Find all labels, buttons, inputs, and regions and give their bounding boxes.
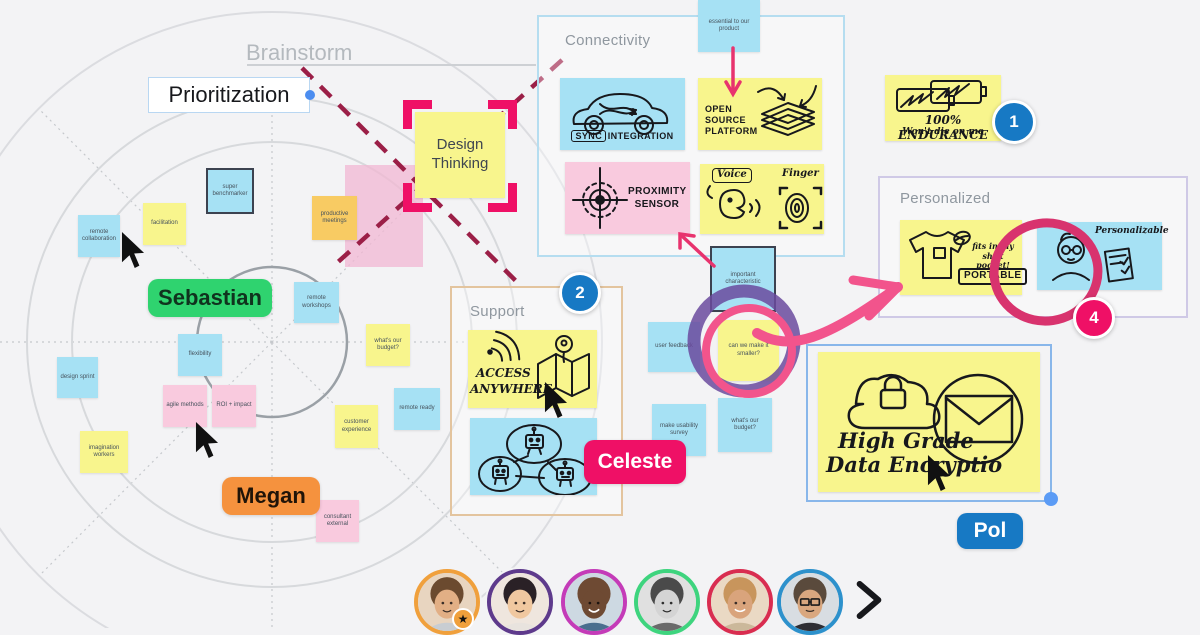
- selection-handle-dot[interactable]: [305, 90, 315, 100]
- voice-face-fingerprint-icon: [706, 185, 823, 230]
- access-line1: ACCESS: [476, 366, 531, 380]
- sync-caption: SYNC INTEGRATION: [560, 130, 685, 143]
- avatar[interactable]: [707, 569, 773, 635]
- sticky-note[interactable]: imagination workers: [80, 431, 128, 473]
- layers-stack-icon: [757, 85, 817, 136]
- selection-box: [806, 344, 1052, 502]
- cursor-label-sebastian: Sebastian: [148, 279, 272, 317]
- priority-badge-1[interactable]: 1: [992, 100, 1036, 144]
- personalizable-text: Personalizable: [1095, 226, 1169, 236]
- sticky-note[interactable]: remote ready: [394, 388, 440, 430]
- sticky-note[interactable]: design sprint: [57, 357, 98, 398]
- bracket-top-right: [488, 100, 517, 129]
- sticky-note[interactable]: consultant external: [316, 500, 359, 542]
- endurance-line2: Won't die on me: [902, 127, 984, 137]
- essential-note[interactable]: essential to our product: [698, 0, 760, 52]
- portable-text: PORTABLE: [958, 268, 1028, 285]
- encryption-line1: High Grade: [838, 428, 974, 453]
- sticky-note[interactable]: flexibility: [178, 334, 222, 376]
- access-line2: ANYWHERE: [470, 382, 552, 396]
- cursor-label-megan: Megan: [222, 477, 320, 515]
- brainstorm-frame-edge: [247, 64, 536, 66]
- cursor-label-pol: Pol: [957, 513, 1023, 549]
- brainstorm-frame-title[interactable]: Brainstorm: [246, 40, 353, 65]
- frame-personalized-title[interactable]: Personalized: [900, 190, 991, 207]
- endurance-note[interactable]: 100% ENDURANCE Won't die on me: [885, 75, 1001, 142]
- sticky-note[interactable]: remote workshops: [294, 282, 339, 323]
- endurance-line1: 100% ENDURANCE: [898, 113, 988, 142]
- sticky-note[interactable]: agile methods: [163, 385, 207, 427]
- bracket-bottom-right: [488, 183, 517, 212]
- bracket-top-left: [403, 100, 432, 129]
- sticky-note[interactable]: facilitation: [143, 203, 186, 245]
- priority-badge-4[interactable]: 4: [1073, 297, 1115, 339]
- portable-note[interactable]: fits in my shirt pocket! PORTABLE: [900, 220, 1028, 295]
- star-badge-icon: ★: [452, 608, 474, 630]
- frame-support-title[interactable]: Support: [470, 303, 525, 320]
- target-crosshair-icon: [572, 167, 628, 229]
- pink-square-shape[interactable]: [345, 165, 423, 267]
- open-source-note[interactable]: OPEN SOURCE PLATFORM: [698, 78, 822, 150]
- cloud-lock-mail-icon: [847, 373, 1024, 465]
- avatar[interactable]: [561, 569, 627, 635]
- encryption-line2: Data Encryptio: [826, 452, 1003, 477]
- prioritization-label-text: Prioritization: [168, 82, 290, 107]
- sticky-note[interactable]: customer experience: [335, 405, 378, 448]
- battery-icon: [896, 80, 987, 112]
- avatar[interactable]: [487, 569, 553, 635]
- robot-1: [525, 426, 544, 455]
- make-it-smaller-note[interactable]: can we make it smaller?: [718, 320, 779, 381]
- robot-2: [492, 458, 509, 485]
- frame-connectivity-title[interactable]: Connectivity: [565, 32, 651, 49]
- sticky-note[interactable]: ROI + impact: [212, 385, 256, 427]
- car-sync-icon: [572, 93, 669, 135]
- proximity-sensor-note[interactable]: PROXIMITY SENSOR: [565, 162, 690, 234]
- wifi-map-icon: [487, 330, 590, 399]
- more-collaborators-chevron-icon[interactable]: [852, 580, 886, 620]
- voice-label: Voice: [712, 168, 752, 183]
- personalizable-note[interactable]: Personalizable: [1037, 222, 1169, 290]
- voice-finger-note[interactable]: Voice Finger: [700, 164, 824, 234]
- proximity-text: PROXIMITY SENSOR: [628, 186, 687, 210]
- user-feedback-note[interactable]: user feedback: [648, 322, 700, 372]
- cursor-megan-icon: [195, 422, 219, 458]
- avatar[interactable]: [777, 569, 843, 635]
- sticky-note[interactable]: what's our budget?: [366, 324, 410, 366]
- fits-text: fits in my shirt pocket!: [972, 241, 1014, 271]
- priority-badge-2[interactable]: 2: [559, 272, 601, 314]
- budget-note[interactable]: what's our budget?: [718, 398, 772, 452]
- prioritization-label[interactable]: Prioritization: [148, 77, 310, 113]
- design-thinking-text: Design Thinking: [431, 136, 489, 172]
- cursor-label-celeste: Celeste: [584, 440, 686, 484]
- avatar[interactable]: [414, 569, 480, 635]
- sync-integration-note[interactable]: SYNC INTEGRATION: [560, 78, 685, 150]
- important-characteristic-note[interactable]: important characteristic: [710, 246, 776, 312]
- resize-handle-dot[interactable]: [1044, 492, 1058, 506]
- robot-network-icon: [478, 424, 592, 495]
- finger-label: Finger: [782, 168, 819, 179]
- sync-box-text: SYNC: [571, 130, 607, 142]
- tshirt-icon: [909, 230, 971, 279]
- cursor-sebastian-icon: [121, 232, 145, 268]
- bracket-bottom-left: [403, 183, 432, 212]
- robot-3: [556, 460, 574, 487]
- avatar[interactable]: [634, 569, 700, 635]
- sticky-note[interactable]: remote collaboration: [78, 215, 120, 257]
- cursor-pol-icon: [927, 455, 951, 491]
- bot-network-note[interactable]: [470, 418, 597, 495]
- sticky-note-selected[interactable]: super benchmarker: [206, 168, 254, 214]
- sync-rest-text: INTEGRATION: [607, 131, 674, 141]
- sticky-note[interactable]: productive meetings: [312, 196, 357, 240]
- open-source-text: OPEN SOURCE PLATFORM: [705, 104, 758, 136]
- access-anywhere-note[interactable]: ACCESS ANYWHERE: [468, 330, 597, 408]
- cursor-celeste-icon: [544, 382, 568, 418]
- design-thinking-note[interactable]: Design Thinking: [415, 112, 505, 198]
